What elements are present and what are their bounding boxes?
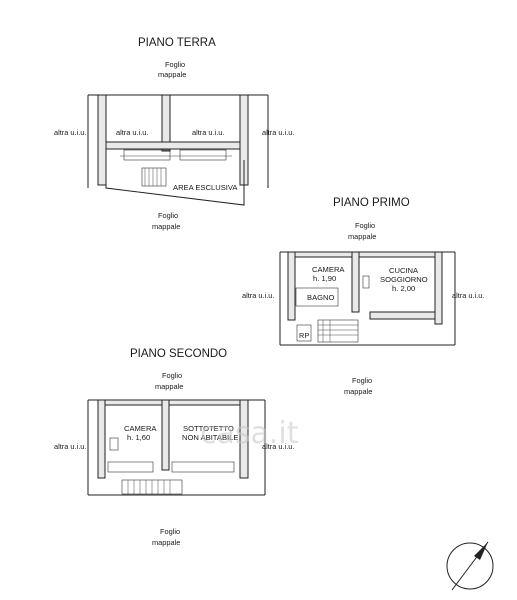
first-wall-bottom [369,311,436,320]
ground-wall-back [105,141,241,150]
first-room-cucina-height: h. 2,00 [392,284,415,293]
second-wall-segment [107,461,154,473]
second-room-camera: CAMERA [124,424,157,433]
ground-foglio-bottom: Foglio [158,211,178,220]
ground-neighbor-right: altra u.i.u. [262,128,294,137]
second-stairs [121,479,183,495]
first-room-camera: CAMERA [312,265,345,274]
first-neighbor-left: altra u.i.u. [242,291,274,300]
first-bagno-box [295,287,339,307]
ground-neighbor-inner-mid: altra u.i.u. [192,128,224,137]
second-neighbor-left: altra u.i.u. [54,442,86,451]
second-floor: PIANO SECONDO Foglio mappale altra u.i.u… [54,348,294,547]
first-rp-label: RP [299,331,309,340]
second-wall-segment [171,461,235,473]
second-mappale-top: mappale [155,382,183,391]
first-room-cucina: CUCINA [389,266,419,275]
first-flue [362,275,370,289]
second-wall-mid [161,399,170,471]
ground-wall-mid [161,94,171,152]
second-wall-right [239,399,249,479]
second-floor-title: PIANO SECONDO [130,348,227,360]
first-stairs [317,319,359,343]
second-wall-top-a [104,399,163,406]
first-wall-top-b [358,251,436,258]
second-wall-left [97,399,106,479]
first-room-soggiorno: SOGGIORNO [380,275,428,284]
first-room-bagno: BAGNO [307,293,335,302]
watermark: casa.it [200,416,299,451]
first-foglio-bottom: Foglio [352,376,372,385]
first-floor-title: PIANO PRIMO [333,197,410,209]
first-wall-mid [351,251,360,313]
first-wall-top-a [294,251,353,258]
ground-neighbor-inner-left: altra u.i.u. [116,128,148,137]
first-room-camera-height: h. 1,90 [313,274,336,283]
second-room-non-abitabile: NON ABITABILE [182,433,238,442]
second-flue [109,437,119,451]
ground-neighbor-left: altra u.i.u. [54,128,86,137]
first-wall-left [287,251,296,321]
second-room-sottotetto: SOTTOTETTO [183,424,234,433]
ground-mappale-bottom: mappale [152,222,180,231]
ground-floor-title: PIANO TERRA [138,37,216,49]
ground-area-label: AREA ESCLUSIVA [173,183,238,192]
first-mappale-top: mappale [348,232,376,241]
first-rp-box [296,324,312,342]
second-foglio-bottom: Foglio [160,527,180,536]
ground-wall-segment [123,149,171,161]
ground-foglio-top: Foglio [165,60,185,69]
ground-mappale-top: mappale [158,70,186,79]
second-room-camera-height: h. 1,60 [127,433,150,442]
ground-wall-left [97,94,107,186]
ground-floor: PIANO TERRA Foglio mappale altra u.i.u. … [54,37,294,231]
ground-wall-segment [179,149,227,161]
second-foglio-top: Foglio [162,371,182,380]
first-wall-right [434,251,443,325]
second-wall-top-b [168,399,241,406]
second-neighbor-right: altra u.i.u. [262,442,294,451]
first-mappale-bottom: mappale [344,387,372,396]
first-neighbor-right: altra u.i.u. [452,291,484,300]
ground-area-boundary [105,160,245,206]
north-arrow-icon [446,541,494,591]
second-mappale-bottom: mappale [152,538,180,547]
ground-stairs [141,167,167,187]
first-foglio-top: Foglio [355,221,375,230]
first-floor: PIANO PRIMO Foglio mappale altra u.i.u. … [242,197,484,396]
